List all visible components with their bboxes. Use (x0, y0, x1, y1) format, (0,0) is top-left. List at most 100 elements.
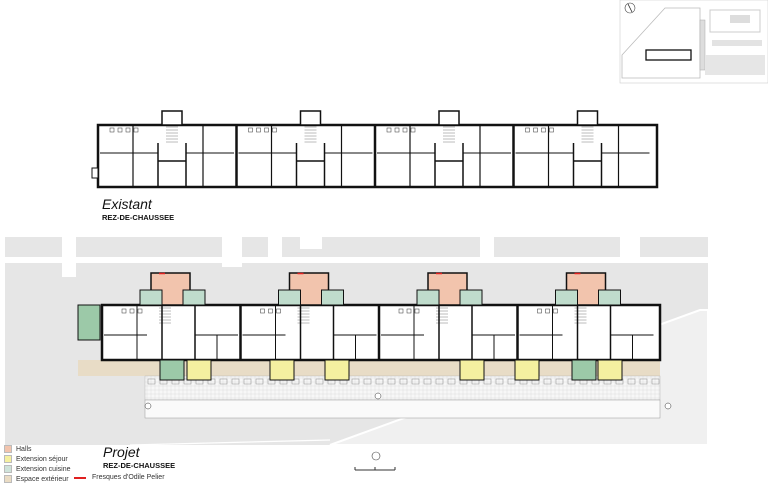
site-path-line (129, 439, 331, 446)
existing-title: Existant (102, 196, 152, 212)
fixture (264, 127, 269, 133)
legend-label: Extension séjour (16, 455, 68, 463)
legend-label: Extension cuisine (16, 465, 71, 473)
swatch (4, 465, 12, 473)
fixture (414, 308, 420, 314)
fixture (133, 127, 139, 133)
planting (375, 378, 384, 385)
planting (399, 378, 408, 385)
access-path (268, 237, 282, 261)
extension-cuisine (416, 289, 440, 306)
extension-cuisine (139, 289, 163, 306)
planting (435, 378, 444, 385)
legend-item-sejour: Extension séjour (4, 454, 70, 464)
legend-item-fresco: Fresques d'Odile Pelier (74, 474, 165, 481)
fixture (398, 308, 404, 314)
extension-sejour (269, 359, 295, 381)
extension-sejour (459, 359, 485, 381)
extension-cuisine (182, 289, 206, 306)
access-path (620, 237, 640, 262)
extension-sejour (324, 359, 350, 381)
fixture (125, 127, 131, 133)
legend-item-exterior: Espace extérieur (4, 474, 70, 484)
project-subtitle: REZ-DE-CHAUSSEE (103, 461, 176, 470)
planting (639, 378, 648, 385)
extension-cuisine (571, 359, 597, 381)
planting (243, 378, 252, 385)
planting (495, 378, 504, 385)
level-marker (664, 402, 672, 410)
project-floor-plan (5, 237, 709, 446)
planting (363, 378, 372, 385)
north-arrow-icon (624, 2, 636, 14)
fixture (545, 308, 550, 314)
extension-cuisine (278, 289, 301, 306)
planting (231, 378, 240, 385)
planting (651, 378, 660, 385)
existing-subtitle: REZ-DE-CHAUSSEE (102, 213, 175, 222)
extension-cuisine (598, 289, 621, 306)
fixture (268, 308, 273, 314)
swatch (4, 455, 12, 463)
planting (387, 378, 396, 385)
legend-item-halls: Halls (4, 444, 70, 454)
stair-hall (161, 110, 183, 126)
fixture (121, 308, 127, 314)
fixture (386, 127, 392, 133)
entry-porch (91, 167, 99, 179)
planting (627, 378, 636, 385)
fixture (256, 127, 261, 133)
planting (147, 378, 156, 385)
fixture (260, 308, 265, 314)
fixture (402, 127, 408, 133)
planting (255, 378, 264, 385)
fixture (129, 308, 135, 314)
extension-cuisine (555, 289, 578, 306)
stair-hall (299, 110, 322, 126)
planting (291, 378, 300, 385)
fresco-line (74, 476, 86, 479)
swatch (4, 445, 12, 453)
fixture (553, 308, 558, 314)
stair-hall (576, 110, 599, 126)
planting (507, 378, 516, 385)
legend-label: Halls (16, 445, 32, 453)
legend-label: Fresques d'Odile Pelier (92, 474, 165, 481)
level-marker (374, 392, 382, 400)
fixture (117, 127, 123, 133)
fixture (549, 127, 554, 133)
existing-floor-plan (91, 110, 659, 189)
site-location-map (619, 0, 768, 84)
fixture (533, 127, 538, 133)
access-path (300, 237, 322, 249)
extension-cuisine (321, 289, 344, 306)
fixture (276, 308, 281, 314)
extension-cuisine (77, 304, 101, 341)
scale-bar-icon (354, 451, 396, 471)
fixture (137, 308, 143, 314)
fixture (406, 308, 412, 314)
fixture (410, 127, 416, 133)
fixture (109, 127, 115, 133)
planting (411, 378, 420, 385)
planting (555, 378, 564, 385)
extension-cuisine (459, 289, 483, 306)
extension-sejour (597, 359, 623, 381)
fixture (541, 127, 546, 133)
planting (543, 378, 552, 385)
planting (423, 378, 432, 385)
fixture (272, 127, 277, 133)
extension-cuisine (159, 359, 185, 381)
exterior-wall (96, 123, 659, 189)
planting (351, 378, 360, 385)
fixture (394, 127, 400, 133)
planting (303, 378, 312, 385)
fixture (525, 127, 530, 133)
project-title: Projet (103, 444, 140, 460)
legend: Halls Extension séjour Extension cuisine… (4, 444, 70, 484)
level-marker (144, 402, 152, 410)
planting (447, 378, 456, 385)
extension-sejour (186, 359, 212, 381)
road (5, 257, 708, 263)
